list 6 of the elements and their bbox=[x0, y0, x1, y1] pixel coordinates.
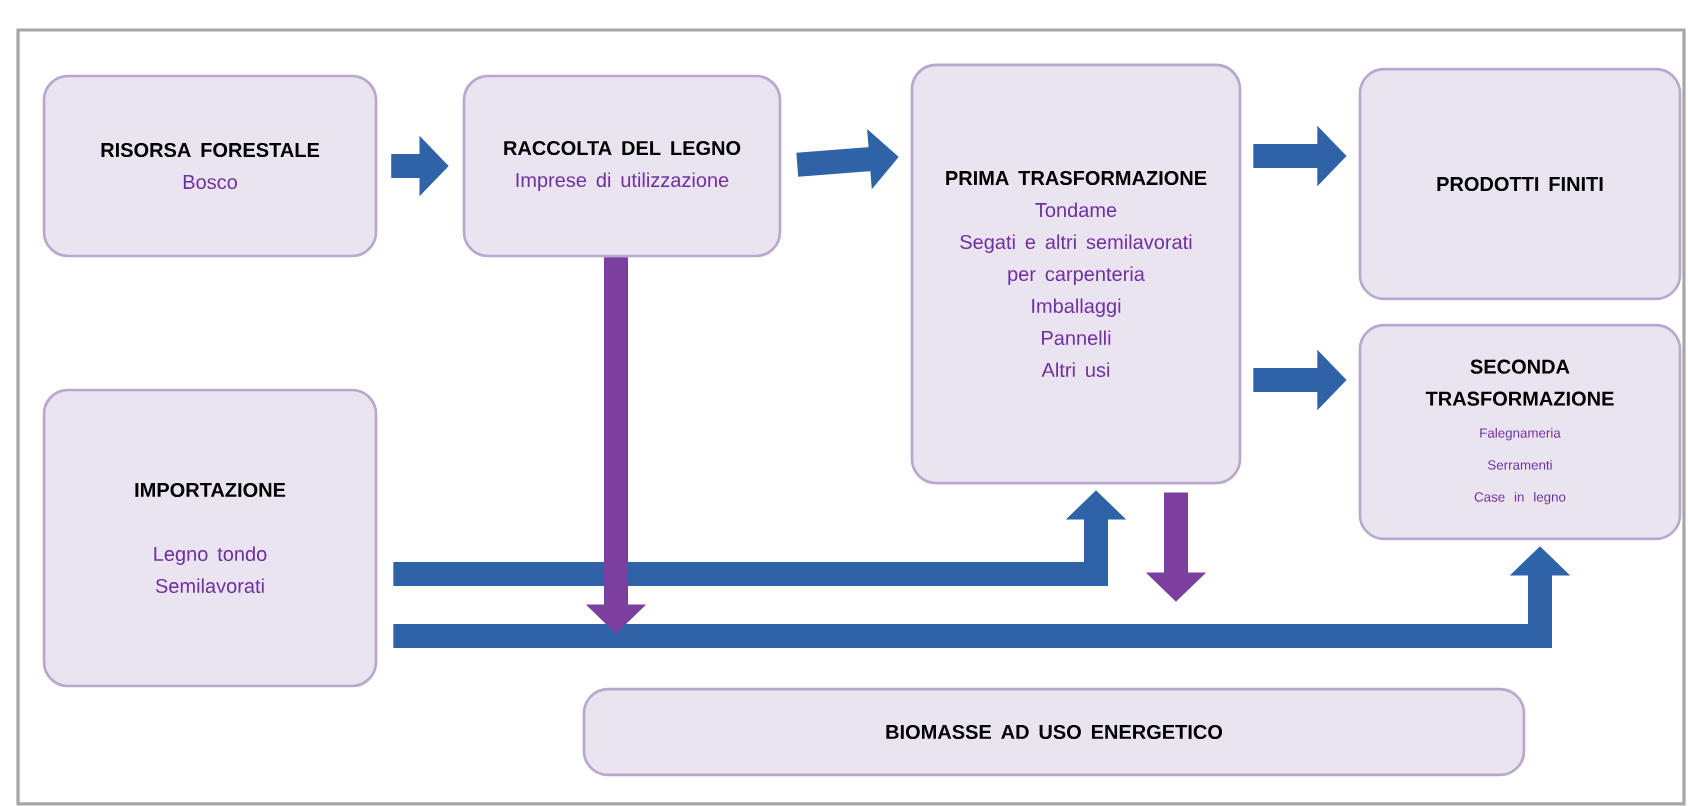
process-box: BIOMASSE AD USO ENERGETICO bbox=[582, 687, 1526, 777]
process-box: PRODOTTI FINITI bbox=[1358, 67, 1682, 301]
process-box: PRIMA TRASFORMAZIONE Tondame Segati e altri semilavorati per carpenteria Imballaggi Pannelli Altri usi bbox=[910, 63, 1242, 485]
process-box: RACCOLTA DEL LEGNO Imprese di utilizzazione bbox=[462, 74, 782, 258]
process-box: RISORSA FORESTALE Bosco bbox=[42, 74, 378, 258]
process-box: IMPORTAZIONE Legno tondo Semilavorati bbox=[42, 388, 378, 688]
